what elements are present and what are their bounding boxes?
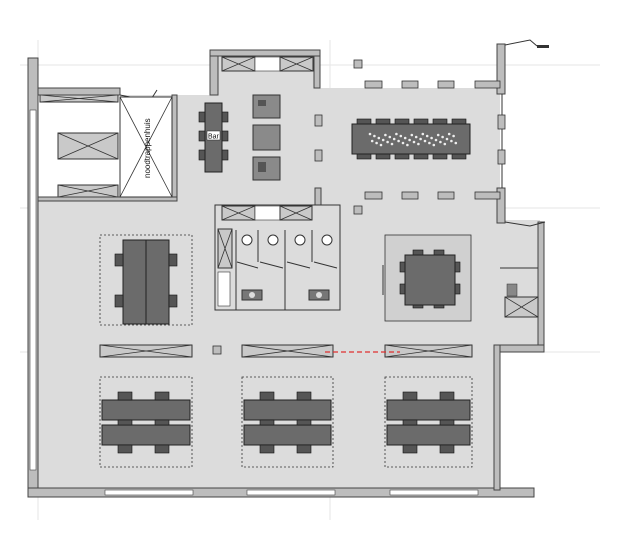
- chair: [439, 444, 455, 454]
- bar-table: Bar: [198, 102, 229, 173]
- chair: [117, 444, 133, 454]
- table-decoration: [428, 141, 431, 145]
- table-decoration: [395, 132, 398, 136]
- table-decoration: [368, 132, 372, 136]
- table-decoration: [430, 136, 433, 140]
- table-decoration: [379, 143, 383, 147]
- table-decoration: [417, 142, 420, 146]
- desk-cluster: [384, 376, 473, 468]
- chair: [154, 391, 170, 401]
- chair: [402, 391, 418, 401]
- table-decoration: [412, 140, 416, 144]
- table-decoration: [381, 138, 385, 142]
- top-cabinets: [221, 56, 314, 72]
- chair: [117, 419, 133, 426]
- chair: [154, 419, 170, 426]
- table-decoration: [370, 139, 374, 143]
- table-decoration: [397, 139, 400, 143]
- table-decoration: [375, 141, 378, 145]
- table-decoration: [425, 134, 429, 138]
- stairwell-label: noodtrappenhuis: [143, 118, 152, 178]
- storage-cabinet: [500, 267, 539, 318]
- chair: [296, 444, 312, 454]
- chair: [259, 419, 275, 426]
- table-decoration: [454, 141, 458, 145]
- conference-table: [351, 118, 471, 160]
- kitchen-units: [252, 94, 281, 181]
- chair: [259, 444, 275, 454]
- chair: [296, 391, 312, 401]
- table-decoration: [408, 138, 411, 142]
- table-decoration: [401, 141, 405, 145]
- meeting-room: [382, 234, 472, 322]
- table-decoration: [399, 134, 403, 138]
- table-decoration: [421, 132, 425, 136]
- chair: [117, 391, 133, 401]
- chair: [296, 419, 312, 426]
- chair: [259, 391, 275, 401]
- bottom-windows: [104, 489, 479, 496]
- table-decoration: [410, 133, 414, 137]
- left-windows: [29, 109, 37, 471]
- table-decoration: [434, 138, 438, 142]
- table-decoration: [423, 139, 427, 143]
- chair: [402, 419, 418, 426]
- chair: [439, 391, 455, 401]
- window-cabinets: [39, 94, 119, 198]
- table-decoration: [377, 136, 381, 140]
- table-decoration: [388, 135, 392, 139]
- table-decoration: [403, 136, 407, 140]
- table-decoration: [450, 139, 453, 143]
- table-decoration: [392, 137, 396, 141]
- stairwell: noodtrappenhuis: [119, 96, 173, 198]
- toilet-block: [214, 204, 341, 311]
- table-decoration: [432, 143, 436, 147]
- table-decoration: [390, 142, 394, 146]
- table-decoration: [384, 133, 387, 137]
- table-decoration: [406, 143, 409, 147]
- table-decoration: [443, 142, 447, 146]
- chair: [439, 419, 455, 426]
- table-decoration: [452, 134, 455, 138]
- bar-label: Bar: [208, 134, 220, 141]
- desk-cluster-vertical: [99, 234, 193, 326]
- table-decoration: [386, 140, 389, 144]
- table-decoration: [447, 132, 451, 136]
- table-decoration: [373, 134, 376, 138]
- table-decoration: [439, 140, 442, 144]
- table-decoration: [414, 135, 418, 139]
- chair: [402, 444, 418, 454]
- table-decoration: [419, 137, 422, 141]
- table-decoration: [445, 137, 449, 141]
- table-decoration: [441, 135, 444, 139]
- table-decoration: [436, 133, 440, 137]
- cabinet-row: [99, 344, 473, 358]
- desk-cluster: [99, 376, 193, 468]
- desk-cluster: [241, 376, 334, 468]
- chair: [154, 444, 170, 454]
